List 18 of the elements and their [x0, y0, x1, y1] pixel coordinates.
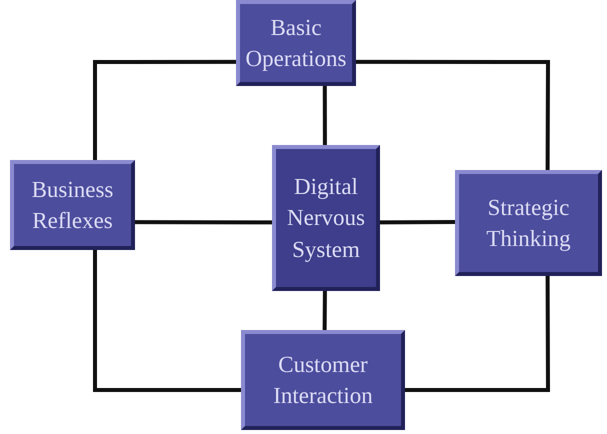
connector-line: [135, 220, 272, 224]
connector-line: [356, 60, 550, 170]
process-box: [236, 0, 356, 86]
box-label: Business Reflexes: [30, 176, 114, 235]
process-box: [455, 170, 602, 276]
process-box: [241, 330, 405, 430]
box-label: Digital Nervous System: [286, 173, 366, 264]
box-label: Customer Interaction: [272, 350, 374, 410]
connector-line: [405, 276, 550, 392]
connector-line: [322, 86, 327, 145]
process-box: [272, 145, 380, 291]
connector-line: [322, 290, 327, 330]
connector-line: [93, 250, 241, 392]
box-label: Basic Operations: [244, 14, 348, 73]
connector-line: [93, 60, 236, 160]
process-box: [10, 160, 135, 250]
connector-line: [380, 220, 456, 224]
box-label: Strategic Thinking: [485, 194, 572, 253]
